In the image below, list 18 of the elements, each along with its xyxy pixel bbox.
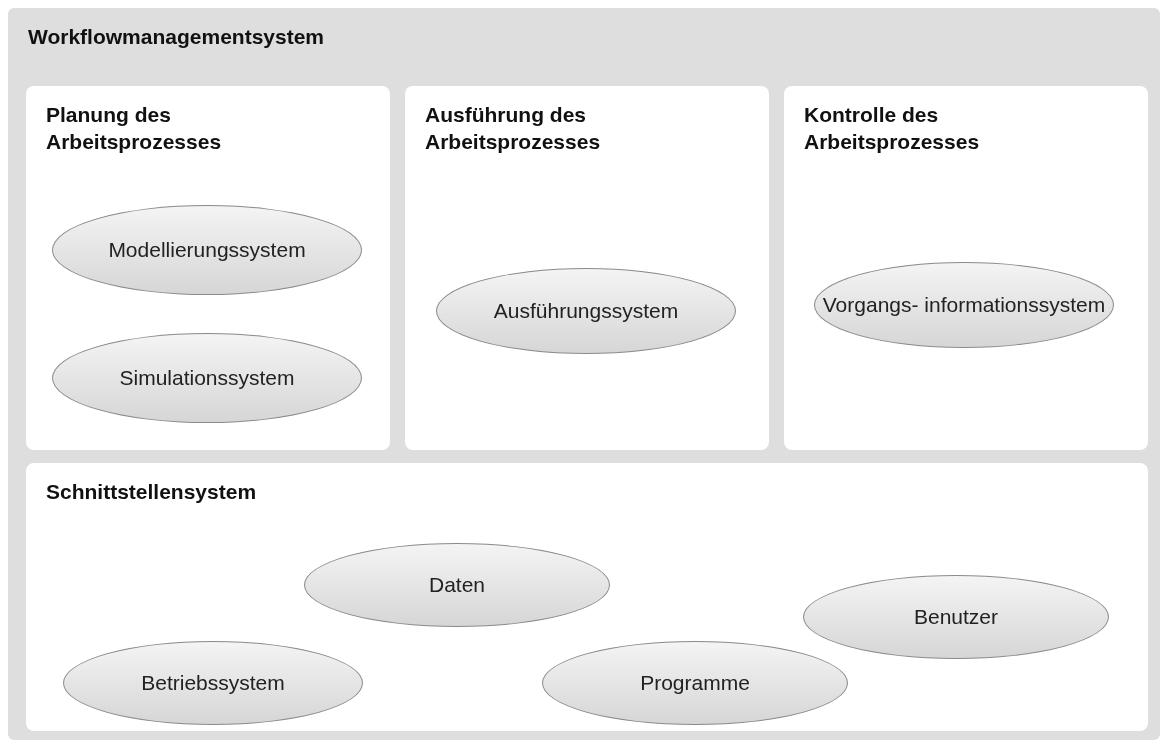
component-label: Ausführungssystem <box>493 298 679 324</box>
system-panel <box>8 8 1160 740</box>
module-panel <box>26 86 390 450</box>
panel-heading: Workflowmanagementsystem <box>28 24 325 50</box>
component-label: Benutzer <box>913 604 999 630</box>
panel-heading: Kontrolle des Arbeitsprozesses <box>804 102 981 155</box>
panel-heading: Schnittstellensystem <box>46 479 257 505</box>
module-panel <box>784 86 1148 450</box>
panel-heading: Ausführung des Arbeitsprozesses <box>425 102 602 155</box>
component-label: Daten <box>428 572 485 598</box>
module-panel <box>405 86 769 450</box>
component-label: Programme <box>640 670 750 696</box>
component-label: Simulationssystem <box>119 365 295 391</box>
module-panel <box>26 463 1148 731</box>
component-label: Vorgangs- informationssystem <box>822 292 1106 318</box>
component-label: Betriebssystem <box>141 670 285 696</box>
panel-heading: Planung des Arbeitsprozesses <box>46 102 223 155</box>
component-label: Modellierungssystem <box>108 237 306 263</box>
